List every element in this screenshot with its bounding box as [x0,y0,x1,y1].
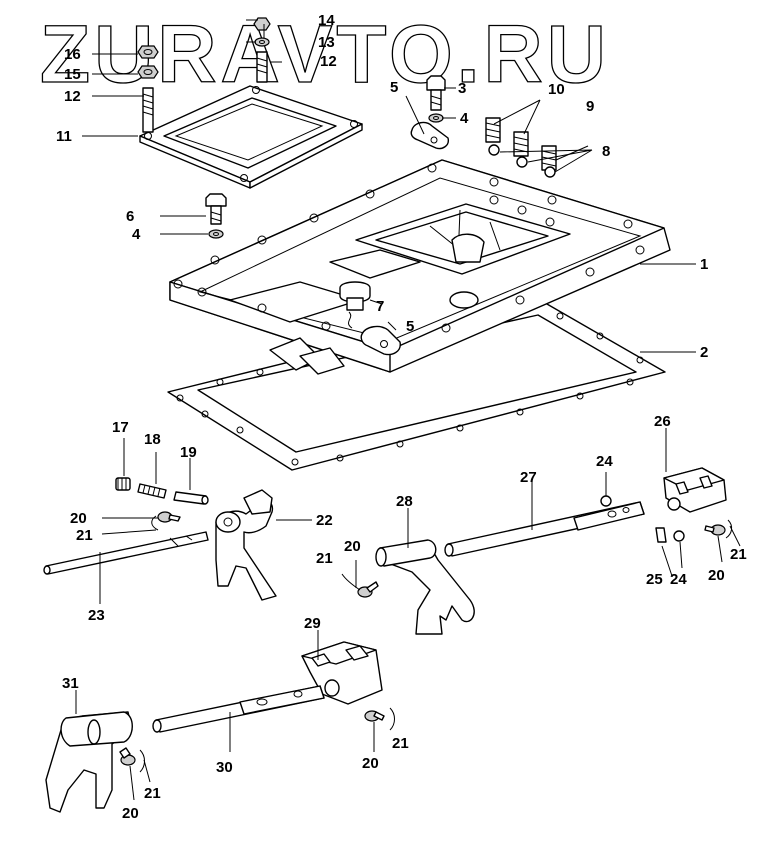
ball-24-top [600,495,612,507]
callout-3: 3 [458,80,466,97]
callout-20-left: 20 [70,510,87,527]
callout-4-top: 4 [460,110,469,127]
shift-rod-27 [444,501,645,557]
callout-17: 17 [112,419,129,436]
wire-21-left [151,515,159,531]
callout-12-left: 12 [64,88,81,105]
callout-21-right: 21 [730,546,747,563]
callout-1: 1 [700,256,708,273]
bracket-5-lower [360,325,401,356]
shift-rod-23 [43,531,209,575]
callout-5-top: 5 [390,79,398,96]
wire-21-bottom-mid [389,707,395,731]
fork-28 [375,539,475,635]
callout-21-mid: 21 [316,550,333,567]
callout-11: 11 [56,128,72,145]
callout-20-mid: 20 [344,538,361,555]
callout-29: 29 [304,615,321,632]
callout-21-left: 21 [76,527,93,544]
callout-10: 10 [548,81,565,98]
callout-31: 31 [62,675,79,692]
callout-18: 18 [144,431,161,448]
pin-19 [173,491,209,505]
callout-19: 19 [180,444,197,461]
callout-14: 14 [318,12,335,29]
springs-9 [485,117,557,171]
screw-20-bottom-mid [364,710,385,722]
leader-lines [75,19,741,801]
screw-20-left [157,511,181,523]
plug-17 [115,477,131,491]
inspection-cover-11 [139,85,363,189]
callout-25: 25 [646,571,663,588]
stud-12-top [256,51,268,83]
callout-24-low: 24 [670,571,687,588]
selector-26 [663,467,727,513]
pin-25 [655,527,667,543]
washer-13 [254,37,270,47]
callout-labels: 1 2 3 4 5 10 9 8 6 4 7 5 11 12 15 16 14 … [56,12,747,822]
callout-15: 15 [64,66,81,83]
bolt-3 [426,75,446,111]
wire-21-right [725,519,733,539]
washer-4-top [428,113,444,123]
callout-4-left: 4 [132,226,141,243]
screw-20-right [704,524,726,536]
breather-7 [339,281,371,329]
callout-16: 16 [64,46,81,63]
callout-20-right: 20 [708,567,725,584]
callout-30: 30 [216,759,233,776]
selector-29 [301,641,383,705]
callout-9: 9 [586,98,594,115]
callout-8: 8 [602,143,610,160]
ball-24-low [673,530,685,542]
callout-21-bottom-left: 21 [144,785,161,802]
callout-7: 7 [376,298,384,315]
shift-rod-30 [152,685,325,733]
callout-6: 6 [126,208,134,225]
callout-20-bottom-left: 20 [122,805,139,822]
washer-4-left [208,229,224,239]
callout-24-top: 24 [596,453,613,470]
stud-12-left [142,87,154,133]
bracket-5-top [410,121,450,150]
callout-26: 26 [654,413,671,430]
fork-31 [45,711,133,813]
screw-20-bottom-left [119,747,136,766]
spring-18 [137,483,167,499]
fork-22 [215,489,277,601]
callout-27: 27 [520,469,537,486]
nut-14 [253,17,271,31]
bolt-6 [205,193,227,225]
callout-2: 2 [700,344,708,361]
callout-23: 23 [88,607,105,624]
callout-20-bottom-mid: 20 [362,755,379,772]
callout-22: 22 [316,512,333,529]
balls-8 [488,144,556,178]
screw-20-mid [357,581,379,598]
callout-5-lower: 5 [406,318,414,335]
callout-13: 13 [318,34,335,51]
nut-15 [137,65,159,79]
cover-1 [169,159,671,375]
wire-21-mid [341,573,361,591]
callout-28: 28 [396,493,413,510]
nut-16 [137,45,159,59]
callout-12-top: 12 [320,53,337,70]
callout-21-bottom-mid: 21 [392,735,409,752]
